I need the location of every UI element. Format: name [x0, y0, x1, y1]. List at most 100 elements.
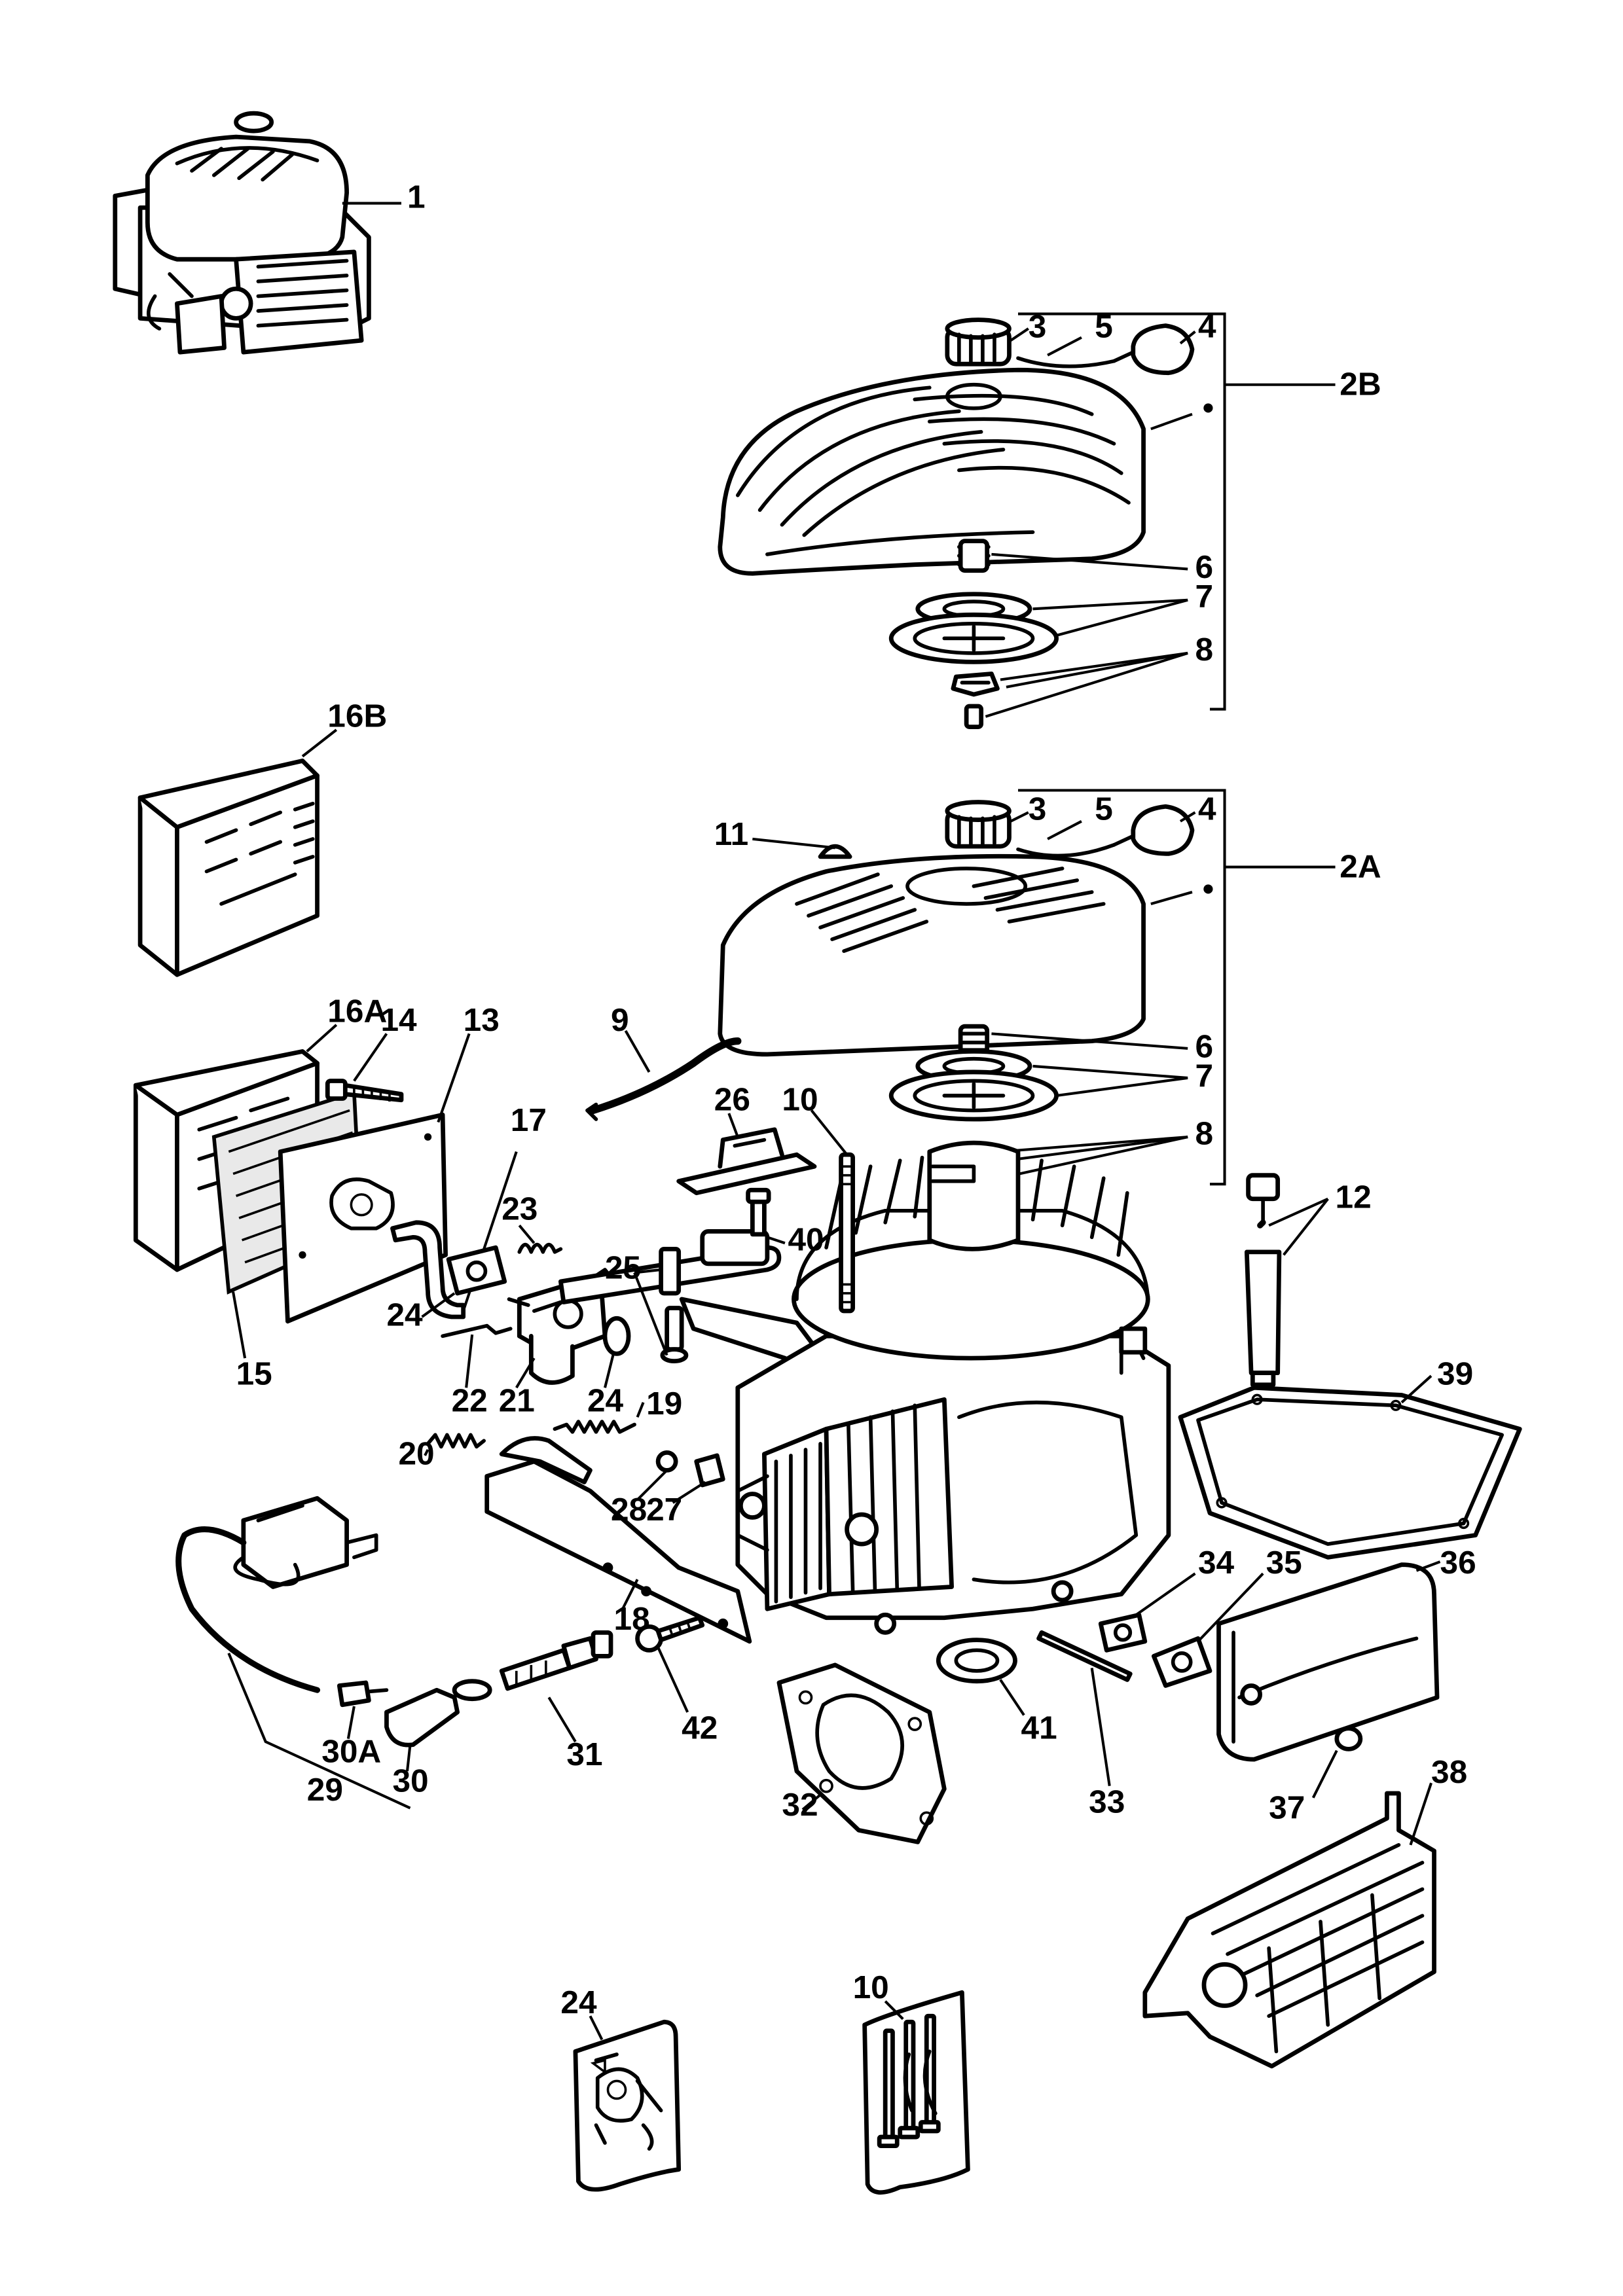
- starter-rope-5-lower: [1016, 843, 1116, 858]
- gasket-24-air-intake: [446, 1245, 507, 1296]
- bullet-dot-2A: •: [1203, 870, 1214, 906]
- callout-16A: 16A: [327, 992, 387, 1029]
- callout-12: 12: [1336, 1178, 1372, 1215]
- callout-10-main: 10: [782, 1081, 818, 1118]
- callout-16B: 16B: [327, 698, 387, 734]
- callout-30: 30: [392, 1763, 428, 1799]
- recoil-starter-cover-2A: [718, 853, 1146, 1057]
- spark-plug-terminal-30A: [337, 1680, 389, 1708]
- callout-1: 1: [407, 178, 426, 215]
- screw-37: [1334, 1726, 1363, 1751]
- pulley-assembly-7-lower: [888, 1049, 1059, 1122]
- spring-19: [553, 1420, 636, 1434]
- muffler-36: [1216, 1562, 1440, 1762]
- callout-6-lower: 6: [1195, 1028, 1213, 1064]
- recoil-starter-cover-2B: [718, 367, 1146, 576]
- callout-31: 31: [566, 1736, 602, 1772]
- callout-42: 42: [682, 1710, 718, 1746]
- bracket-2B: [1018, 312, 1226, 711]
- callout-39: 39: [1437, 1355, 1473, 1392]
- bolt-14: [325, 1079, 404, 1103]
- callout-6-upper: 6: [1195, 548, 1213, 585]
- head-gasket-32: [776, 1662, 947, 1844]
- complete-engine-illustration: [113, 111, 371, 355]
- callout-32: 32: [782, 1786, 818, 1823]
- callout-21: 21: [499, 1382, 535, 1418]
- callout-22: 22: [452, 1382, 488, 1418]
- starter-spring-6-upper: [957, 539, 991, 573]
- callout-5-upper: 5: [1095, 308, 1113, 345]
- governor-vane-40: [700, 1187, 771, 1266]
- callout-24-left: 24: [386, 1297, 423, 1333]
- callout-33: 33: [1089, 1783, 1125, 1820]
- air-filter-cover-16B: [137, 759, 319, 977]
- oil-seal-41: [936, 1638, 1017, 1684]
- bolts-25: [659, 1246, 689, 1364]
- choke-link-22: [441, 1323, 513, 1338]
- screw-28: [655, 1450, 678, 1473]
- stud-10: [839, 1152, 855, 1314]
- plug-11: [818, 844, 852, 859]
- bracket-2A: [1018, 789, 1226, 1186]
- callout-15: 15: [236, 1355, 272, 1392]
- stud-kit-10: [862, 1990, 970, 2195]
- callout-17: 17: [511, 1102, 547, 1138]
- dipstick-12: [1244, 1173, 1282, 1388]
- base-gasket-39: [1178, 1385, 1522, 1560]
- callout-34: 34: [1198, 1544, 1235, 1581]
- callout-29: 29: [307, 1771, 343, 1808]
- ignition-coil-29: [175, 1496, 378, 1693]
- spark-plug-31: [499, 1630, 613, 1691]
- callout-10-kit: 10: [853, 1969, 889, 2005]
- callout-41: 41: [1021, 1710, 1057, 1746]
- callout-7-upper: 7: [1195, 578, 1213, 615]
- callout-37: 37: [1269, 1789, 1305, 1825]
- callout-28: 28: [611, 1491, 647, 1528]
- fuel-line-9: [589, 1037, 742, 1115]
- gasket-kit-24: [573, 2019, 682, 2192]
- filter-base-13: [278, 1112, 448, 1324]
- callout-38: 38: [1431, 1753, 1467, 1790]
- starter-rope-5-upper: [1016, 356, 1116, 368]
- bolt-42: [635, 1615, 705, 1653]
- callout-23: 23: [501, 1190, 538, 1227]
- exhaust-gasket-34: [1098, 1612, 1148, 1653]
- callout-40: 40: [788, 1221, 824, 1258]
- callout-7-lower: 7: [1195, 1057, 1213, 1094]
- callout-14: 14: [380, 1001, 417, 1038]
- muffler-guard-38: [1142, 1791, 1436, 2069]
- spring-23: [517, 1242, 563, 1254]
- callout-24-kit: 24: [560, 1984, 597, 2020]
- callout-2A: 2A: [1340, 848, 1381, 884]
- spark-plug-cap-30: [384, 1679, 492, 1748]
- bracket-26: [676, 1127, 817, 1196]
- callout-8-upper: 8: [1195, 631, 1213, 668]
- callout-3-upper: 3: [1029, 308, 1047, 345]
- callout-30A: 30A: [321, 1733, 381, 1770]
- callout-11: 11: [714, 816, 748, 852]
- governor-plate-18: [484, 1436, 752, 1644]
- gasket-24-carburetor: [602, 1316, 631, 1356]
- fuel-cap-3-lower: [945, 800, 1012, 849]
- callout-4-lower: 4: [1198, 791, 1216, 827]
- callout-26: 26: [714, 1081, 750, 1118]
- callout-13: 13: [464, 1001, 500, 1038]
- callout-19: 19: [646, 1385, 682, 1422]
- starter-handle-4-upper: [1112, 323, 1195, 376]
- spring-20: [426, 1433, 486, 1449]
- bullet-dot-2B: •: [1203, 389, 1214, 426]
- callout-35: 35: [1266, 1544, 1302, 1581]
- starter-handle-4-lower: [1112, 804, 1195, 856]
- callout-8-lower: 8: [1195, 1115, 1213, 1151]
- callout-2B: 2B: [1340, 366, 1381, 403]
- callout-5-lower: 5: [1095, 791, 1113, 827]
- callout-20: 20: [398, 1435, 434, 1471]
- callout-25: 25: [605, 1249, 641, 1285]
- callout-3-lower: 3: [1029, 791, 1047, 827]
- exhaust-flange-35: [1151, 1636, 1213, 1688]
- pulley-assembly-7-upper: [888, 592, 1059, 664]
- pawl-and-screw-8-upper: [951, 672, 1000, 729]
- fuel-cap-3-upper: [945, 317, 1012, 367]
- callout-4-upper: 4: [1198, 308, 1216, 345]
